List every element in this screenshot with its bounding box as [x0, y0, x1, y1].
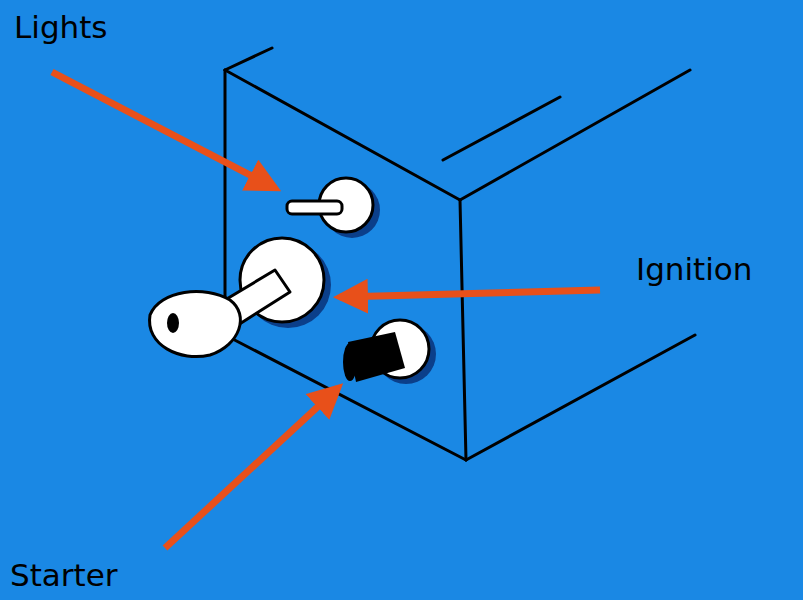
part-label: Starter — [10, 560, 118, 591]
part-label: Lights — [14, 12, 108, 43]
light-switch — [287, 178, 380, 238]
leader-arrow — [52, 72, 600, 548]
part-label: Ignition — [636, 254, 752, 285]
starter-button — [343, 320, 436, 384]
ignition-switch — [150, 238, 331, 357]
panel-box — [225, 48, 695, 460]
